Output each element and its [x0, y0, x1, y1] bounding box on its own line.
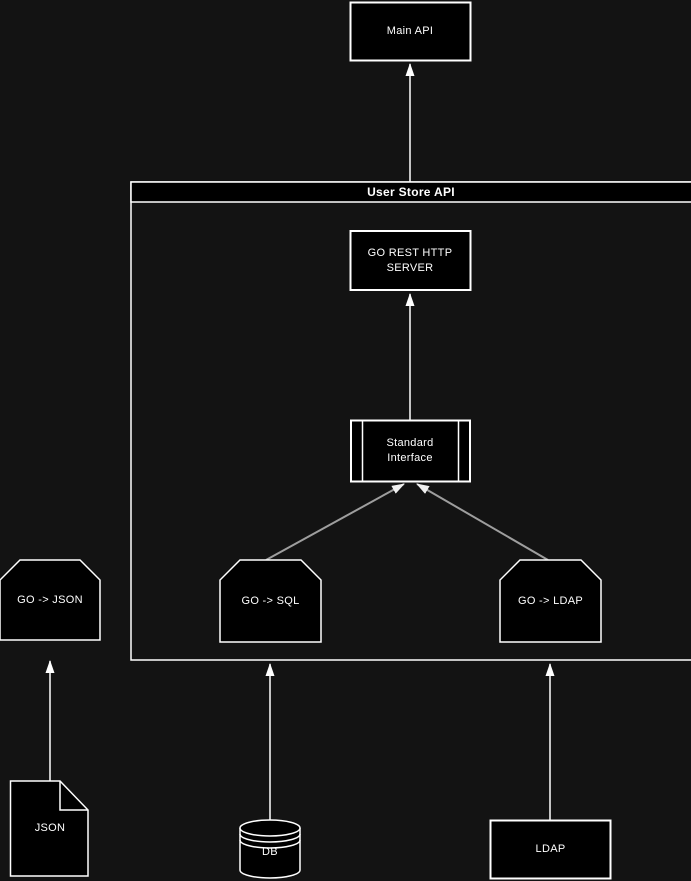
main-api-node [349, 1, 472, 62]
edge-gosql-to-standardinterface [265, 483, 405, 561]
go-ldap-node [499, 559, 602, 643]
json-document-node [9, 780, 89, 877]
ldap-node [489, 819, 612, 880]
db-cylinder-ring-1 [239, 833, 301, 843]
standard-interface-node [350, 419, 471, 483]
db-cylinder-ring-2 [239, 839, 301, 849]
edge-goldap-to-standardinterface [416, 483, 549, 561]
db-cylinder-top [239, 819, 301, 837]
user-store-api-title-bar [130, 181, 691, 203]
go-rest-http-server-node [349, 230, 472, 291]
json-document-fold [59, 781, 88, 811]
go-sql-node [219, 559, 322, 643]
go-json-node [0, 559, 101, 641]
